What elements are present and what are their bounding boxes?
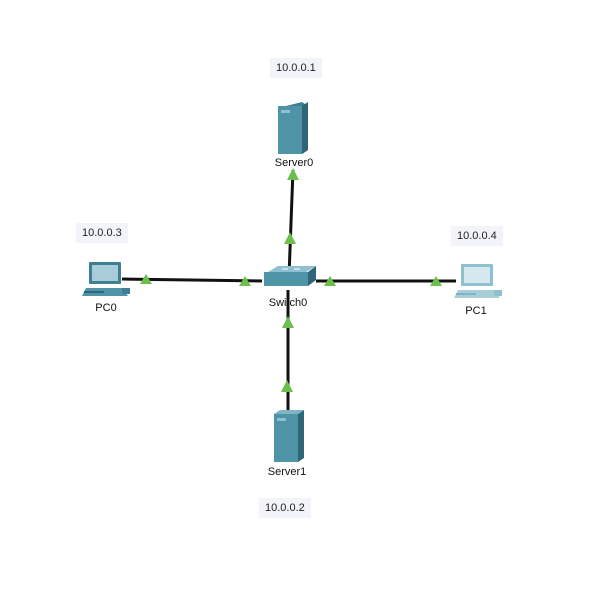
link-status-up-icon xyxy=(287,168,299,180)
server-tower-icon[interactable] xyxy=(274,410,304,462)
server-tower-icon[interactable] xyxy=(278,102,308,154)
device-label-server1: Server1 xyxy=(267,466,307,478)
network-switch-icon[interactable] xyxy=(264,266,316,286)
desktop-pc-icon[interactable] xyxy=(82,262,130,296)
device-label-pc0: PC0 xyxy=(95,302,117,314)
link-status-up-icon xyxy=(324,276,336,286)
link-switch0-server0[interactable] xyxy=(287,169,295,277)
link-status-up-icon xyxy=(284,232,296,244)
link-status-up-icon xyxy=(281,380,293,392)
device-label-server0: Server0 xyxy=(274,157,314,169)
ip-label-pc0: 10.0.0.3 xyxy=(76,223,128,243)
link-status-up-icon xyxy=(430,276,442,286)
desktop-pc-icon[interactable] xyxy=(454,264,502,298)
link-status-up-icon xyxy=(282,316,294,328)
ip-label-server0: 10.0.0.1 xyxy=(270,58,322,78)
link-status-up-icon xyxy=(239,276,251,286)
device-label-pc1: PC1 xyxy=(465,305,487,317)
ip-label-pc1: 10.0.0.4 xyxy=(451,226,503,246)
ip-label-server1: 10.0.0.2 xyxy=(259,498,311,518)
link-status-up-icon xyxy=(140,274,152,284)
device-label-switch0: Switch0 xyxy=(268,297,308,309)
